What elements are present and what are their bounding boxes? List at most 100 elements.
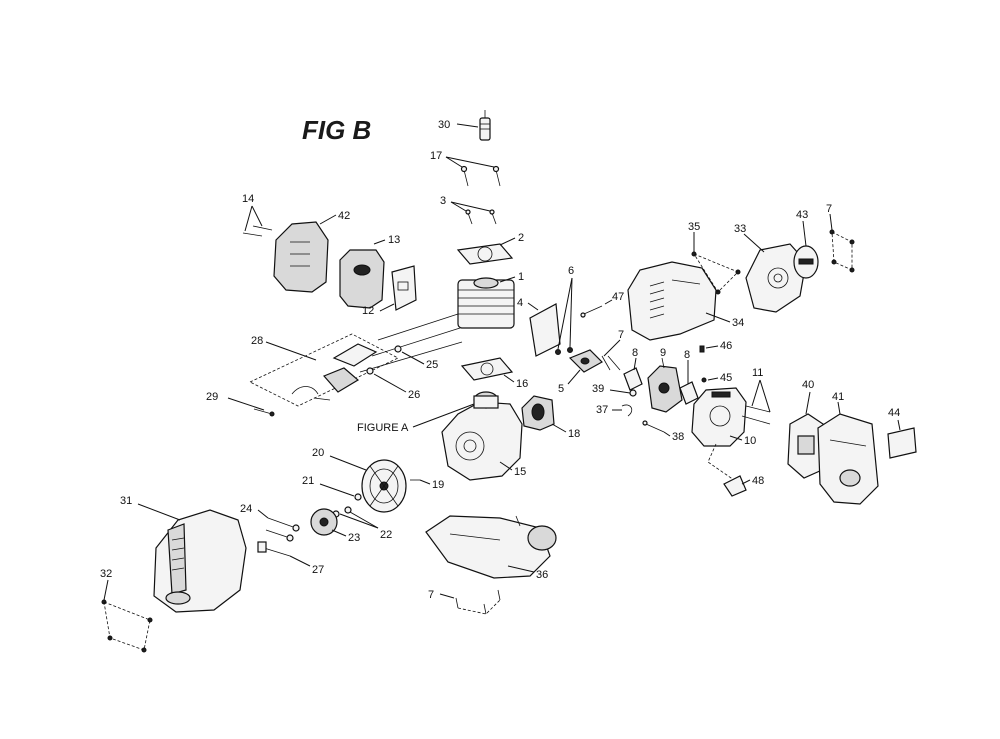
- callout-33: 33: [734, 223, 746, 235]
- callout-17: 17: [430, 150, 442, 162]
- callout-line-19: [419, 479, 431, 485]
- callout-29: 29: [206, 391, 218, 403]
- part-20-flywheel: [361, 459, 407, 513]
- part-13-muffler: [339, 249, 385, 309]
- callout-36: 36: [536, 569, 548, 581]
- part-9-carburetor: [647, 357, 683, 413]
- callout-3: 3: [440, 195, 446, 207]
- callout-line-3b: [450, 201, 491, 212]
- callout-line-11b: [759, 379, 771, 413]
- callout-line-14b: [251, 205, 263, 227]
- callout-6: 6: [568, 265, 574, 277]
- callout-line-17a: [445, 156, 463, 168]
- part-7-screws-top-right: [829, 229, 855, 273]
- part-25-spacer: [394, 345, 402, 353]
- callout-20: 20: [312, 447, 324, 459]
- callout-27: 27: [312, 564, 324, 576]
- guide-line-upper: [377, 313, 459, 341]
- callout-14: 14: [242, 193, 254, 205]
- callout-35: 35: [688, 221, 700, 233]
- callout-16: 16: [516, 378, 528, 390]
- callout-39: 39: [592, 383, 604, 395]
- callout-48: 48: [752, 475, 764, 487]
- figure-title: FIG B: [302, 115, 371, 145]
- callout-line-23: [331, 529, 347, 537]
- part-46-screw: [699, 345, 705, 353]
- part-34-top-shroud: [627, 261, 717, 341]
- part-2-gasket: [456, 243, 514, 265]
- callout-line-44: [897, 419, 901, 431]
- callout-line-43: [802, 220, 807, 247]
- part-21-washer: [354, 493, 362, 501]
- callout-line-26: [373, 373, 407, 393]
- callout-line-8a: [633, 357, 637, 371]
- callout-line-29: [227, 397, 265, 411]
- callout-line-4: [527, 302, 539, 311]
- callout-26: 26: [408, 389, 420, 401]
- callout-42: 42: [338, 210, 350, 222]
- callout-line-39: [609, 389, 631, 394]
- callout-line-34: [705, 312, 731, 323]
- part-42-muffler-cover: [273, 221, 329, 293]
- callout-line-17b: [445, 156, 495, 168]
- callout-line-22a: [339, 513, 379, 529]
- callout-12: 12: [362, 305, 374, 317]
- part-41-filter-cover: [817, 413, 879, 505]
- callout-line-36: [507, 565, 535, 573]
- part-17-screws: [460, 165, 501, 187]
- part-48-primer-bulb: [707, 443, 747, 497]
- callout-40: 40: [802, 379, 814, 391]
- callout-line-1: [499, 276, 516, 283]
- callout-18: 18: [568, 428, 580, 440]
- part-37-clip: [621, 404, 633, 417]
- callout-21: 21: [302, 475, 314, 487]
- callout-43: 43: [796, 209, 808, 221]
- part-47-screw: [580, 305, 603, 318]
- callout-7-middle: 7: [618, 329, 624, 341]
- part-8-gasket-right: [679, 381, 699, 405]
- callout-line-7c: [829, 213, 833, 231]
- callout-line-3a: [450, 201, 467, 212]
- part-7-screws-middle: [601, 355, 621, 371]
- callout-line-14a: [244, 205, 253, 232]
- callout-1: 1: [518, 271, 524, 283]
- callout-line-32: [103, 579, 109, 601]
- part-24-screws: [265, 517, 300, 542]
- callout-46: 46: [720, 340, 732, 352]
- callout-45: 45: [720, 372, 732, 384]
- callout-line-16: [503, 374, 515, 383]
- callout-line-18: [551, 423, 567, 433]
- part-3-screws: [465, 209, 497, 225]
- part-10-filter-base: [691, 387, 747, 447]
- callout-line-7b: [603, 339, 621, 357]
- part-43-label: [793, 245, 819, 279]
- callout-line-48: [741, 479, 751, 485]
- part-28-ignition-module: [249, 333, 399, 407]
- part-16-gasket: [460, 357, 514, 381]
- part-32-screws: [101, 599, 153, 653]
- part-31-engine-cover: [153, 509, 247, 613]
- callout-line-11a: [751, 379, 761, 407]
- part-26-spacer: [366, 367, 374, 375]
- callout-line-42: [319, 214, 337, 225]
- callout-37: 37: [596, 404, 608, 416]
- callout-line-27: [289, 555, 311, 567]
- callout-line-12: [379, 303, 395, 312]
- callout-15: 15: [514, 466, 526, 478]
- part-5-insulator: [568, 349, 603, 373]
- callout-line-28: [265, 341, 317, 361]
- part-27-screw: [257, 541, 291, 557]
- callout-28: 28: [251, 335, 263, 347]
- callout-23: 23: [348, 532, 360, 544]
- callout-19: 19: [432, 479, 444, 491]
- callout-line-30: [456, 123, 479, 128]
- callout-10: 10: [744, 435, 756, 447]
- callout-2: 2: [518, 232, 524, 244]
- callout-8-right: 8: [684, 349, 690, 361]
- callout-line-45: [707, 377, 719, 381]
- part-12-gasket: [391, 265, 417, 311]
- callout-24: 24: [240, 503, 252, 515]
- callout-30: 30: [438, 119, 450, 131]
- part-45-screw: [701, 377, 707, 383]
